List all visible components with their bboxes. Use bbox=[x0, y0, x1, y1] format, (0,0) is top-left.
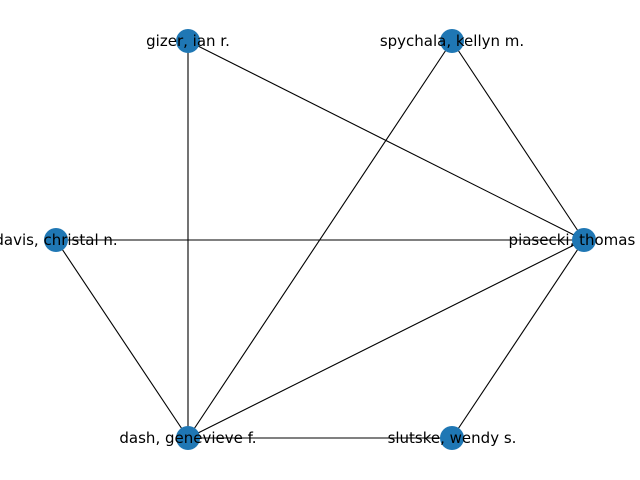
node-gizer bbox=[176, 29, 200, 53]
node-dash bbox=[176, 426, 200, 450]
labels-layer: gizer, ian r. spychala, kellyn m. davis, c… bbox=[0, 32, 640, 447]
node-spychala bbox=[440, 29, 464, 53]
node-davis bbox=[44, 228, 68, 252]
edge-spychala-piasecki bbox=[451, 40, 585, 241]
node-label-gizer: gizer, ian r. bbox=[146, 32, 230, 50]
node-label-davis: davis, christal n. bbox=[0, 231, 118, 249]
node-label-slutske: slutske, wendy s. bbox=[388, 429, 517, 447]
edge-piasecki-dash bbox=[187, 239, 585, 439]
node-piasecki bbox=[572, 228, 596, 252]
node-label-dash: dash, genevieve f. bbox=[119, 429, 256, 447]
node-slutske bbox=[440, 426, 464, 450]
edges-layer bbox=[55, 40, 585, 439]
nodes-layer bbox=[44, 29, 596, 450]
edge-davis-dash bbox=[55, 239, 189, 439]
node-label-spychala: spychala, kellyn m. bbox=[380, 32, 524, 50]
edge-piasecki-slutske bbox=[451, 239, 585, 439]
node-label-piasecki: piasecki, thomas m. bbox=[509, 231, 640, 249]
